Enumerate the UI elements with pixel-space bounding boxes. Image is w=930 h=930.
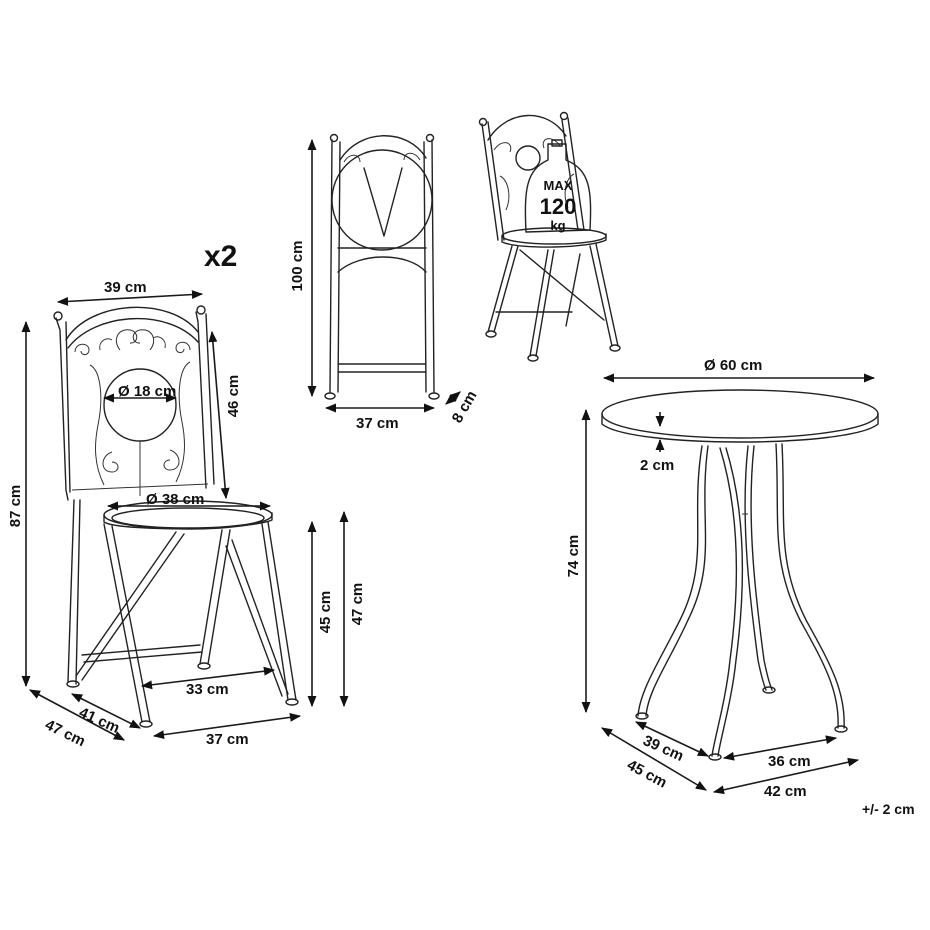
table-drawing [601,389,879,761]
table-height-label: 74 cm [565,535,582,578]
chair-seat-diameter-label: Ø 38 cm [146,491,204,508]
chair-dimension-lines [21,290,349,741]
chair-seat-height-front-label: 45 cm [317,591,334,634]
chair-back-height-label: 46 cm [225,375,242,418]
table-base-inner-right-label: 36 cm [768,753,811,770]
tolerance-label: +/- 2 cm [862,801,915,817]
table-base-outer-right-label: 42 cm [764,783,807,800]
table-top-diameter-label: Ø 60 cm [704,357,762,374]
table-base-outer-left-label: 45 cm [624,757,670,792]
folded-chair-dimension-lines [307,138,461,413]
folded-chair-drawing [324,133,440,400]
chair-height-label: 87 cm [7,485,24,528]
chair-seat-height-back-label: 47 cm [349,583,366,626]
chair-leg-width-label: 37 cm [206,731,249,748]
loaded-chair-drawing [478,111,621,362]
table-dimension-lines [581,373,876,795]
chair-front-span-label: 33 cm [186,681,229,698]
folded-height-label: 100 cm [289,241,306,292]
chair-back-width-label: 39 cm [104,279,147,296]
load-badge-value: 120 [540,194,577,219]
folded-thickness-label: 8 cm [449,388,481,426]
chair-back-circle-label: Ø 18 cm [118,383,176,400]
folded-width-label: 37 cm [356,415,399,432]
table-top-thickness-label: 2 cm [640,457,674,474]
chair-drawing [53,305,299,728]
quantity-label: x2 [204,240,237,273]
load-badge-unit: kg [550,218,565,233]
table-base-inner-left-label: 39 cm [640,732,686,765]
load-badge-max: MAX [544,178,573,193]
